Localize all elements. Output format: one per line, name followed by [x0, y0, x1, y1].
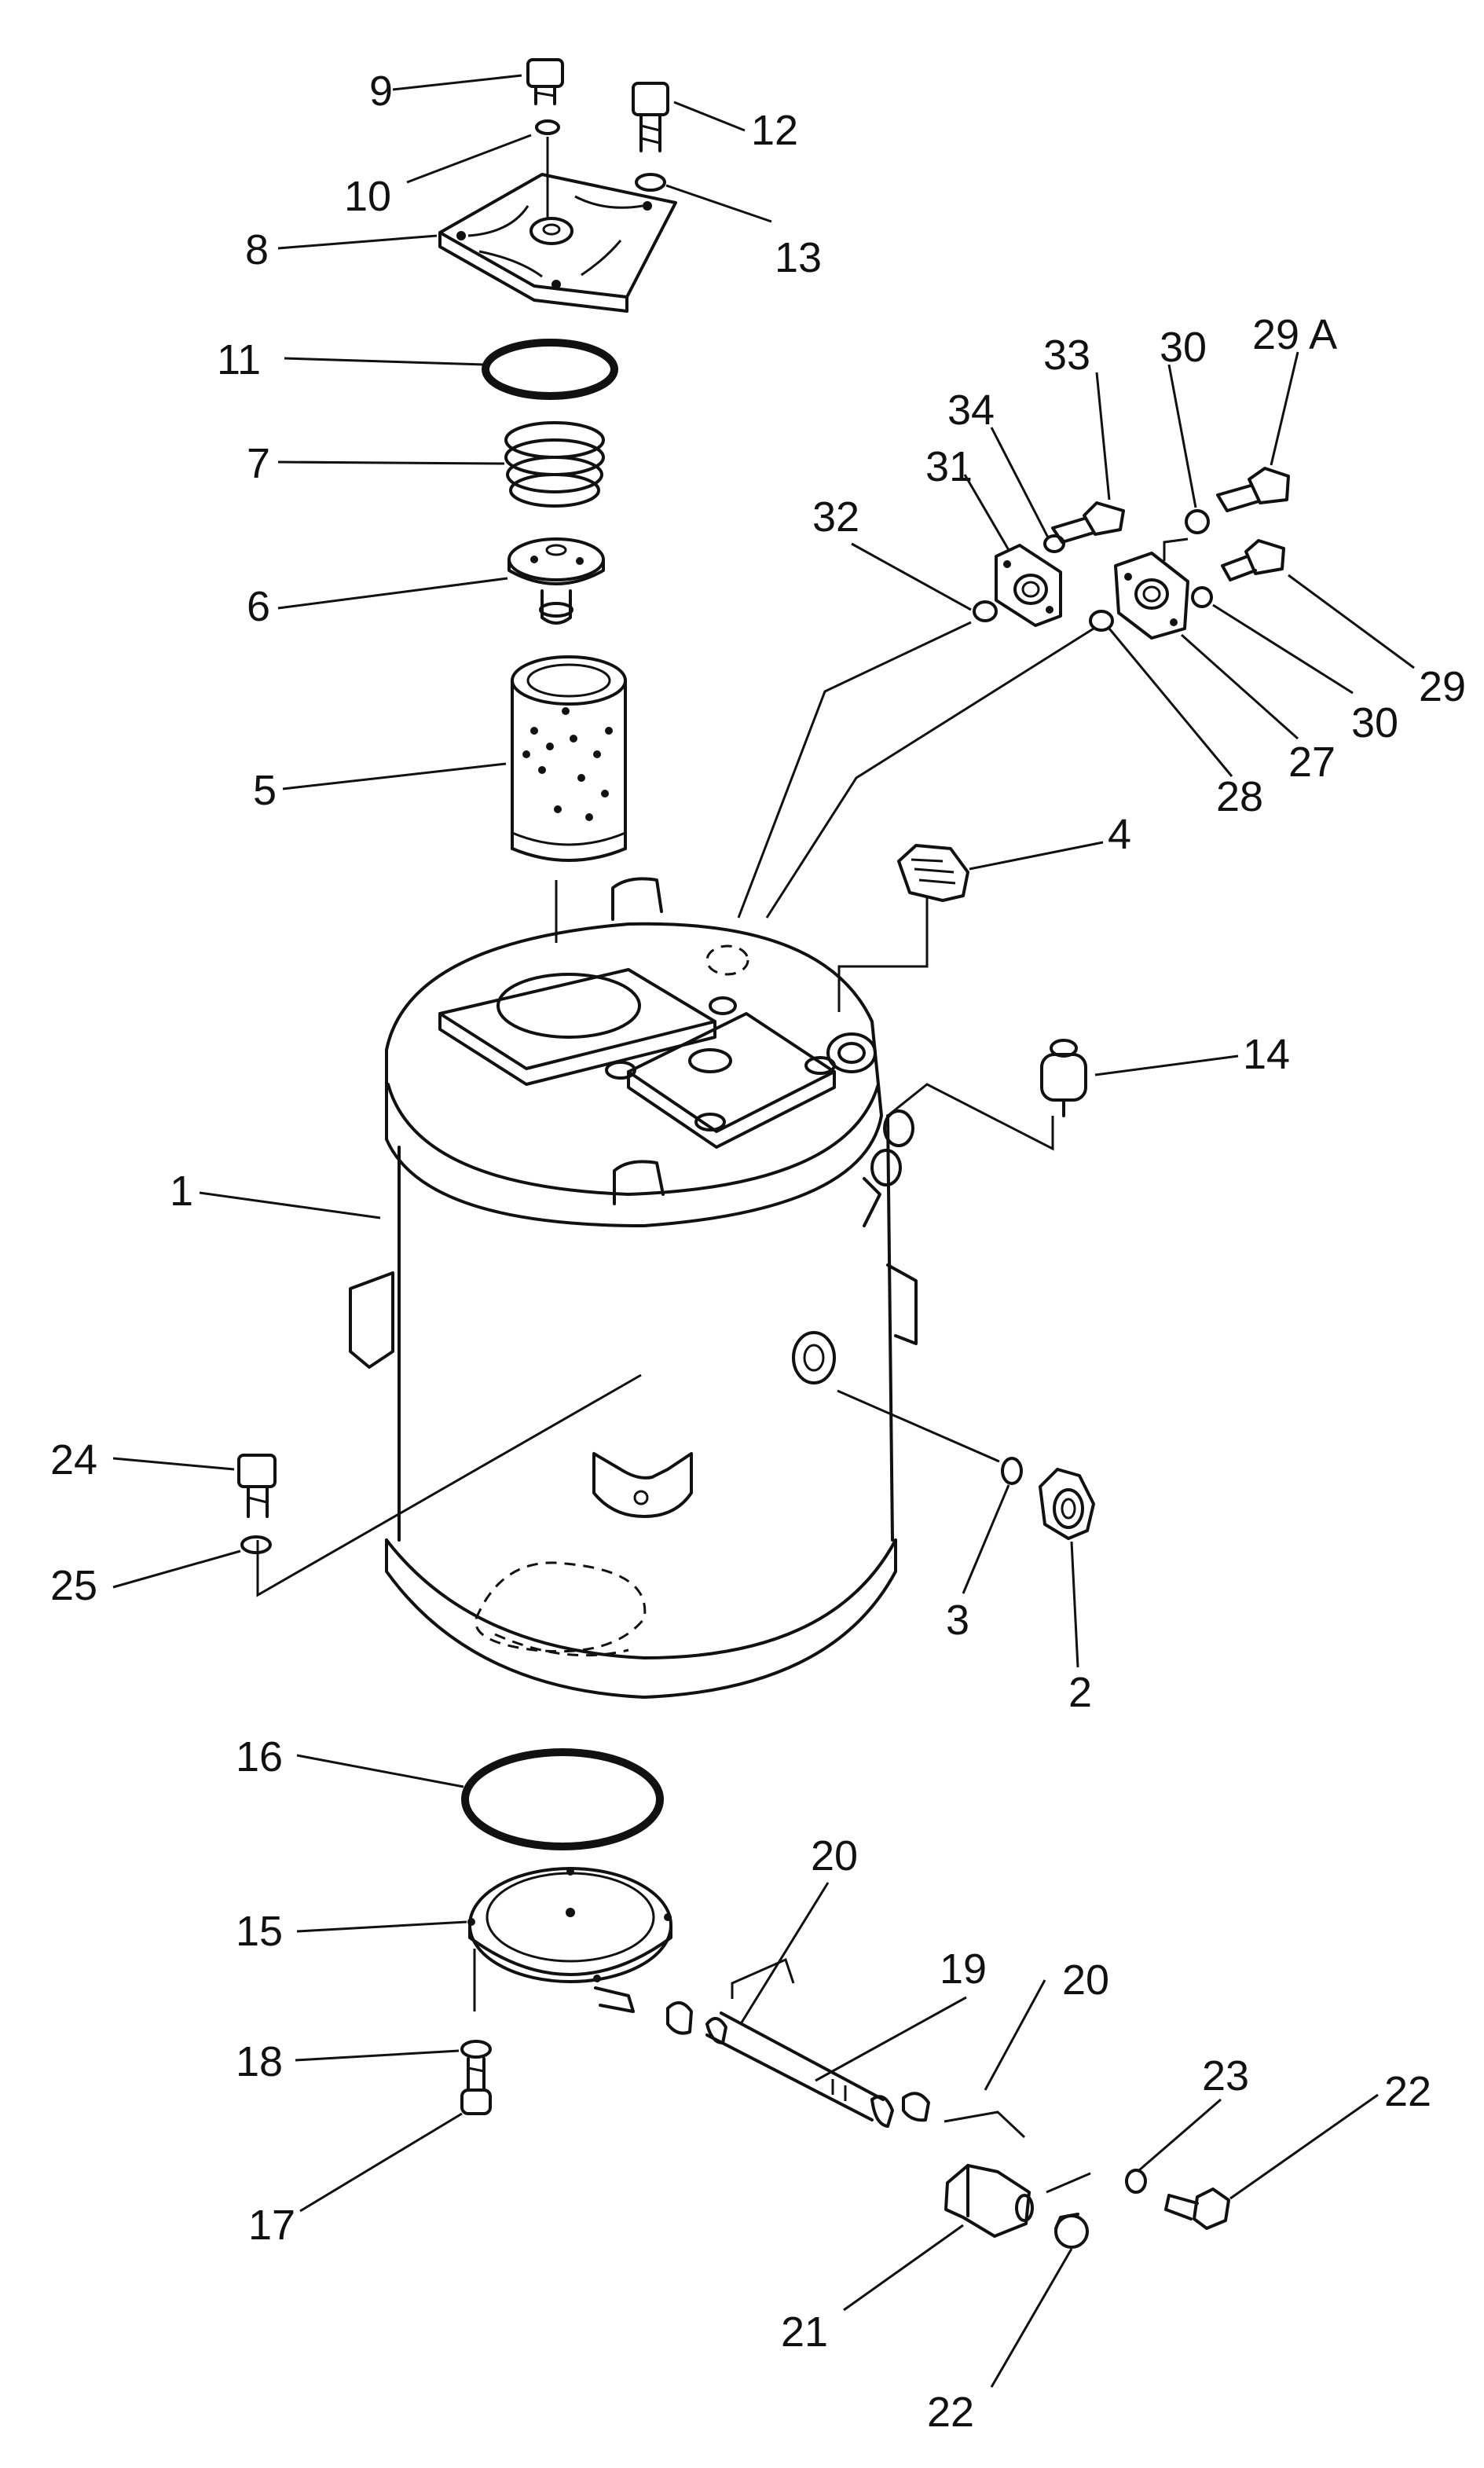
- callout-12: 12: [751, 107, 798, 154]
- o-ring-3: [1001, 1457, 1023, 1485]
- breather-cap-4: [897, 844, 969, 902]
- fitting-21: [944, 2164, 1034, 2238]
- callout-labels: 9 10 12 13 8 11 7 6 5 1 32 31 34 33 30 2…: [50, 68, 1466, 2436]
- bolt-17: [460, 2057, 492, 2115]
- callout-8: 8: [245, 226, 269, 273]
- callout-33: 33: [1043, 332, 1090, 379]
- clamp-20-left: [666, 2001, 693, 2035]
- spring-7: [504, 421, 605, 508]
- callout-30-bottom: 30: [1351, 699, 1398, 746]
- washer-10: [535, 119, 560, 135]
- bolt-29A: [1216, 467, 1290, 512]
- washer-13: [635, 173, 666, 192]
- callout-25: 24: [50, 1436, 97, 1483]
- bolt-23: [1164, 2187, 1230, 2230]
- callout-1: 1: [170, 1168, 193, 1215]
- callout-20-left: 20: [811, 1832, 858, 1879]
- callout-15: 15: [236, 1908, 283, 1955]
- sensor-14: [1040, 1039, 1087, 1117]
- callout-17: 17: [248, 2202, 295, 2249]
- bottom-cover-15: [467, 1867, 672, 2013]
- callout-19: 19: [940, 1945, 987, 1993]
- tank-body-1: [349, 877, 918, 1699]
- bolt-33: [1051, 501, 1125, 544]
- callout-5: 5: [253, 767, 277, 814]
- flange-27: [1114, 552, 1189, 640]
- callout-23: 22: [1384, 2068, 1431, 2115]
- callout-4: 4: [1108, 811, 1131, 858]
- callout-20-right: 20: [1062, 1956, 1109, 2004]
- callout-32: 32: [812, 493, 859, 541]
- washer-18: [460, 2040, 492, 2059]
- washer-34: [1043, 534, 1065, 553]
- callout-21: 21: [781, 2308, 828, 2356]
- bolt-12: [632, 82, 669, 152]
- bolt-25: [237, 1454, 277, 1518]
- callout-13: 13: [775, 234, 822, 281]
- callout-29: 29: [1419, 663, 1466, 710]
- callout-30-top: 30: [1160, 324, 1207, 371]
- bolt-29: [1221, 539, 1285, 581]
- callout-24: 23: [1202, 2052, 1249, 2099]
- callout-28: 28: [1216, 773, 1263, 820]
- callout-3: 3: [946, 1597, 969, 1644]
- callout-26: 25: [50, 1562, 97, 1609]
- callout-9: 9: [369, 68, 393, 115]
- washer-24: [1125, 2169, 1147, 2194]
- callout-22: 22: [927, 2389, 974, 2436]
- washer-30-lower: [1191, 586, 1213, 608]
- callout-2: 2: [1068, 1669, 1092, 1716]
- callout-18: 18: [236, 2038, 283, 2085]
- callout-11: 11: [217, 336, 261, 383]
- callout-27: 27: [1288, 739, 1336, 786]
- valve-6: [507, 537, 605, 625]
- callout-29A: 29 A: [1252, 311, 1337, 358]
- o-ring-16: [461, 1748, 664, 1850]
- callout-14: 14: [1243, 1031, 1290, 1078]
- o-ring-11: [482, 339, 618, 400]
- washer-26: [240, 1535, 272, 1554]
- drain-plug-2: [1039, 1468, 1095, 1540]
- callout-7: 7: [247, 440, 270, 487]
- callout-leaders: [112, 74, 1415, 2388]
- callout-34: 34: [947, 387, 995, 434]
- washer-30-upper: [1185, 509, 1210, 534]
- filter-element-5: [511, 655, 627, 862]
- callout-6: 6: [247, 583, 270, 630]
- bolt-9: [526, 58, 564, 105]
- cover-plate-8: [438, 137, 677, 313]
- plug-22: [1054, 2213, 1089, 2249]
- o-ring-28: [1089, 610, 1114, 632]
- flange-31: [995, 544, 1062, 627]
- callout-10: 10: [344, 173, 391, 220]
- callout-31: 31: [925, 443, 973, 490]
- o-ring-32: [973, 600, 998, 622]
- hose-19: [705, 2011, 894, 2128]
- callout-16: 16: [236, 1733, 283, 1780]
- clamp-20-right: [902, 2092, 930, 2122]
